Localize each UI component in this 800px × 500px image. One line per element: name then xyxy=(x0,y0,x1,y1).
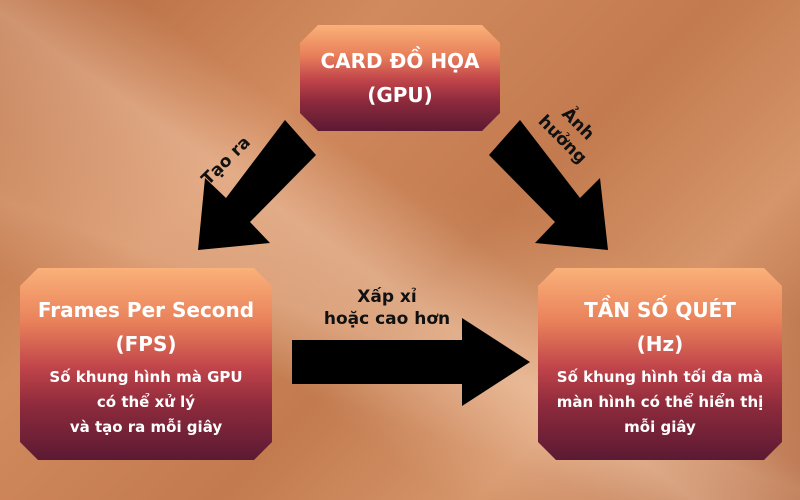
fps-desc-line: và tạo ra mỗi giây xyxy=(69,417,223,436)
fps-title: Frames Per Second xyxy=(37,297,255,322)
fps-subtitle: (FPS) xyxy=(115,331,177,356)
arrow-label-line: hoặc cao hơn xyxy=(323,309,451,329)
hz-title: TẦN SỐ QUÉT xyxy=(584,297,736,322)
fps-description: Số khung hình mà GPU có thể xử lý và tạo… xyxy=(49,365,242,440)
hz-desc-line: mỗi giây xyxy=(624,417,696,436)
fps-desc-line: Số khung hình mà GPU xyxy=(49,367,243,386)
hz-desc-line: Số khung hình tối đa mà xyxy=(556,367,764,386)
hz-description: Số khung hình tối đa mà màn hình có thể … xyxy=(557,365,764,440)
arrow-gpu-to-hz xyxy=(489,120,608,250)
hz-subtitle: (Hz) xyxy=(636,331,684,356)
hz-desc-line: màn hình có thể hiển thị xyxy=(556,392,764,411)
fps-desc-line: có thể xử lý xyxy=(96,392,196,411)
fps-box: Frames Per Second (FPS) Số khung hình mà… xyxy=(20,268,272,460)
gpu-title: CARD ĐỒ HỌA xyxy=(320,49,480,73)
gpu-subtitle: (GPU) xyxy=(367,83,433,107)
arrow-fps-to-hz xyxy=(292,318,530,406)
arrow-label-xap-xi: Xấp xỉ hoặc cao hơn xyxy=(292,286,482,330)
gpu-box: CARD ĐỒ HỌA (GPU) xyxy=(300,25,500,131)
hz-box: TẦN SỐ QUÉT (Hz) Số khung hình tối đa mà… xyxy=(538,268,782,460)
arrow-label-line: Xấp xỉ xyxy=(357,287,417,307)
arrow-gpu-to-fps xyxy=(198,120,316,250)
